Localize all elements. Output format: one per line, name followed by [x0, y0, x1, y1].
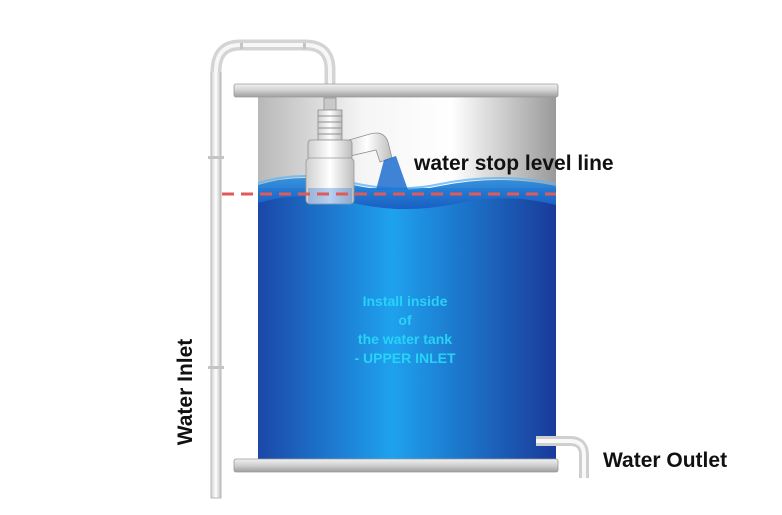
- water-outlet-label: Water Outlet: [603, 449, 728, 472]
- water-tank: [233, 83, 559, 473]
- outlet-pipe: [536, 436, 589, 478]
- install-note-line-1: Install inside: [362, 293, 448, 309]
- water-inlet-label: Water Inlet: [174, 338, 197, 446]
- install-note: Install inside of the water tank - UPPER…: [300, 292, 510, 368]
- water-stop-level-label: water stop level line: [414, 152, 614, 175]
- install-note-line-2: of: [398, 312, 412, 328]
- install-note-line-4: - UPPER INLET: [354, 350, 456, 366]
- inlet-pipe: [208, 39, 336, 499]
- install-note-line-3: the water tank: [357, 331, 453, 347]
